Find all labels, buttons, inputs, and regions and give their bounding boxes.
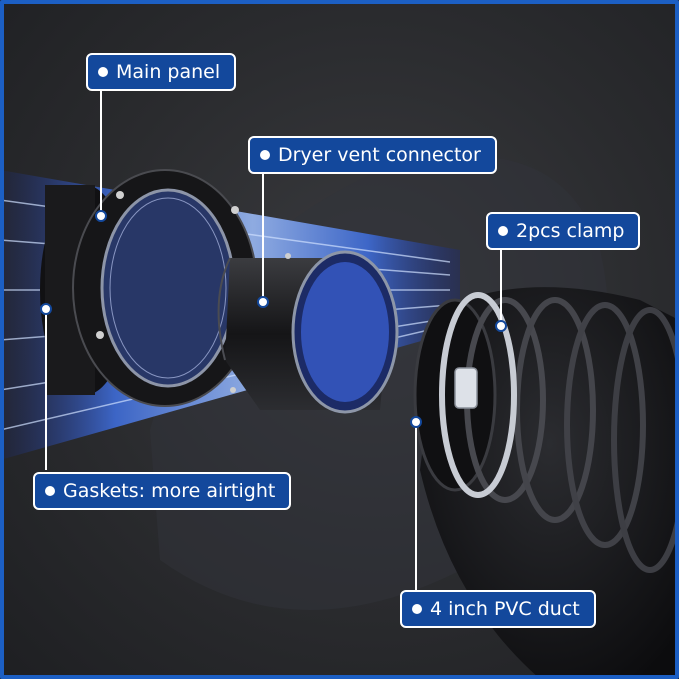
main-panel-part: [40, 169, 258, 407]
leader-pin-icon: [257, 296, 269, 308]
clamp-label: 2pcs clamp: [516, 220, 625, 242]
main-panel-label: Main panel: [116, 61, 221, 83]
leader-pin-icon: [410, 416, 422, 428]
leader-pin-icon: [495, 320, 507, 332]
bullet-dot-icon: [45, 486, 55, 496]
dryer-vent-connector-label: Dryer vent connector: [278, 144, 481, 166]
gaskets-leader: [45, 310, 47, 470]
main-panel-leader: [100, 91, 102, 215]
clamp-leader: [500, 250, 502, 324]
clamp-part: [439, 292, 517, 498]
bullet-dot-icon: [412, 604, 422, 614]
duct-callout: 4 inch PVC duct: [400, 590, 596, 628]
pvc-duct-part: [413, 287, 679, 679]
main-panel-callout: Main panel: [86, 53, 237, 91]
dryer-vent-connector-leader: [262, 174, 264, 300]
gaskets-label: Gaskets: more airtight: [63, 480, 276, 502]
bullet-dot-icon: [498, 226, 508, 236]
gaskets-callout: Gaskets: more airtight: [33, 472, 292, 510]
duct-leader: [415, 422, 417, 590]
bullet-dot-icon: [98, 67, 108, 77]
leader-pin-icon: [95, 210, 107, 222]
clamp-callout: 2pcs clamp: [486, 212, 641, 250]
leader-pin-icon: [40, 303, 52, 315]
duct-label: 4 inch PVC duct: [430, 598, 580, 620]
dryer-vent-connector-callout: Dryer vent connector: [248, 136, 497, 174]
bullet-dot-icon: [260, 150, 270, 160]
